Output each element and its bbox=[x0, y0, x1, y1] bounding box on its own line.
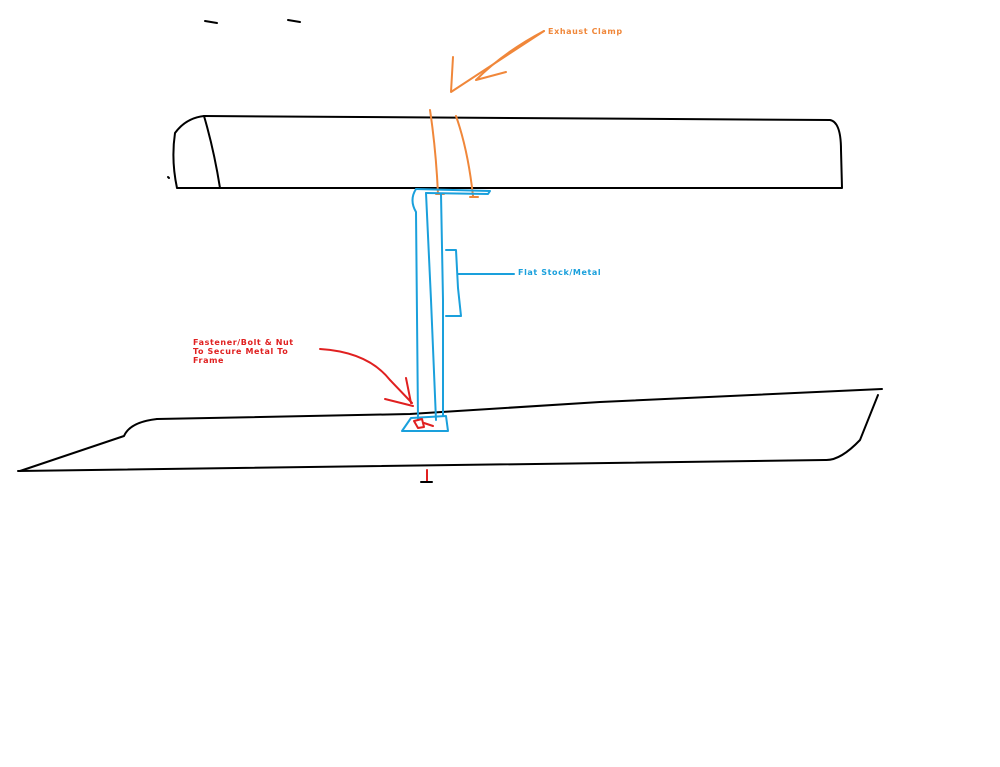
flat-stock-label: Flat stock/metal bbox=[518, 268, 602, 277]
exhaust-clamp-drawing bbox=[429, 30, 545, 198]
fastener-label-line: Fastener/bolt & nut bbox=[193, 338, 294, 347]
flat-stock-bracket bbox=[401, 188, 515, 432]
exhaust-clamp-label: Exhaust clamp bbox=[548, 27, 623, 36]
vehicle-frame bbox=[17, 388, 883, 472]
fastener-label-line: to secure metal to bbox=[193, 347, 289, 356]
exhaust-pipe bbox=[167, 115, 843, 189]
fastener-bolt bbox=[319, 348, 434, 482]
fastener-label: Fastener/bolt & nut to secure metal to f… bbox=[193, 338, 294, 365]
stray-marks bbox=[204, 19, 301, 24]
fastener-label-line: frame bbox=[193, 356, 225, 365]
